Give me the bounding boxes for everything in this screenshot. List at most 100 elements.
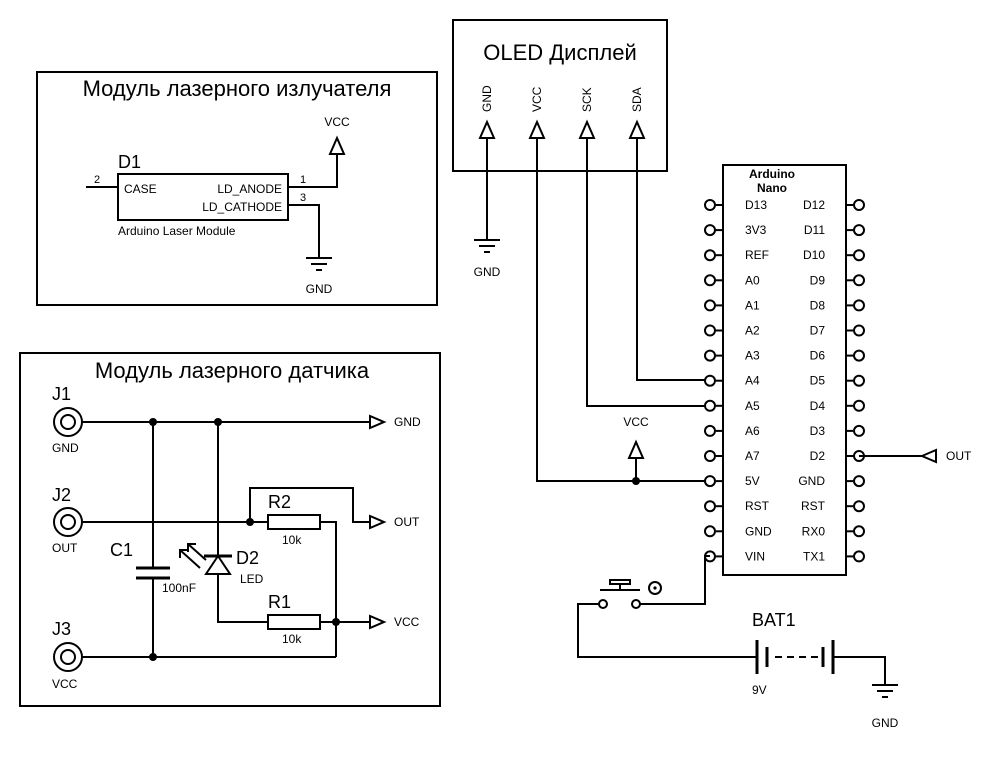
d1-pin-num-cathode: 3 [300, 192, 306, 204]
arduino-pin-right-d11-terminal [853, 224, 865, 237]
j3-label: VCC [52, 677, 78, 691]
arduino-pin-a6-terminal [704, 424, 716, 437]
j2-connector-icon [53, 507, 83, 537]
arduino-pin-label: D13 [745, 198, 767, 212]
arduino-pin-d13-terminal [704, 199, 716, 211]
arduino-pin-label: D2 [810, 449, 826, 463]
push-button-switch-icon [600, 579, 662, 595]
d1-part-name: Arduino Laser Module [118, 224, 236, 238]
j1-ref: J1 [52, 384, 71, 404]
laser-emitter-module: Модуль лазерного излучателя D1 CASE LD_A… [36, 71, 438, 306]
laser-module-frame [36, 71, 438, 306]
sensor-vcc-port-label: VCC [394, 615, 420, 629]
arduino-title-line2: Nano [757, 181, 787, 195]
arduino-pin-label: D11 [804, 223, 825, 237]
d2-ref: D2 [236, 548, 259, 568]
arduino-pin-right-d3-terminal [853, 424, 865, 437]
j1-label: GND [52, 441, 79, 455]
oled-pin-sck-icon [578, 119, 596, 139]
arduino-pin-label: 3V3 [745, 223, 767, 237]
battery-gnd-label: GND [872, 716, 899, 730]
arduino-pin-right-d7-terminal [853, 324, 865, 337]
arduino-pin-a3-terminal [704, 349, 716, 362]
oled-pin-gnd-icon [478, 119, 496, 139]
arduino-pin-label: RX0 [802, 524, 826, 538]
r1-ref: R1 [268, 592, 291, 612]
arduino-pin-5v-terminal [704, 475, 716, 488]
arduino-pin-label: TX1 [803, 549, 825, 563]
junction-c1-vcc [149, 653, 157, 661]
r2-value: 10k [282, 533, 302, 547]
r1-body [267, 614, 321, 630]
arduino-pin-label: D10 [803, 248, 825, 262]
arduino-pin-a1-terminal [704, 299, 716, 312]
d2-value: LED [240, 572, 264, 586]
battery-ground-symbol [872, 684, 898, 698]
r2-ref: R2 [268, 492, 291, 512]
switch-contact-left [598, 599, 608, 609]
arduino-pin-label: D8 [810, 298, 826, 312]
arduino-pin-a0-terminal [704, 274, 716, 287]
oled-gnd-label: GND [474, 265, 501, 279]
battery-icon [755, 640, 835, 674]
sensor-vcc-port-icon [369, 614, 387, 630]
oled-pin-sck-label: SCK [580, 87, 594, 112]
vin-wire [640, 555, 710, 605]
arduino-pin-label: A0 [745, 273, 760, 287]
d2-light-arrows-icon [179, 543, 207, 569]
sensor-out-port-label: OUT [394, 515, 420, 529]
power-circuit: BAT1 9V GND [577, 555, 899, 730]
c1-ref: C1 [110, 540, 133, 560]
arduino-pin-label: A4 [745, 374, 760, 388]
arduino-pin-label: D12 [803, 198, 825, 212]
arduino-pin-label: D3 [810, 424, 826, 438]
oled-display: OLED Дисплей GND VCC SCK SDA GND [452, 19, 710, 482]
arduino-pins: D133V3REFA0A1A2A3A4A5A6A75VRSTGNDVIND12D… [704, 198, 865, 563]
arduino-pin-right-rst-terminal [853, 500, 865, 513]
bat1-ref: BAT1 [752, 610, 796, 630]
d2-to-r1-wire [217, 574, 268, 623]
c1-value: 100nF [162, 581, 196, 595]
arduino-pin-rst-terminal [704, 500, 716, 513]
arduino-pin-a2-terminal [704, 324, 716, 337]
arduino-pin-label: RST [745, 499, 770, 513]
sensor-out-port-icon [369, 514, 387, 530]
oled-sck-wire [586, 138, 710, 407]
arduino-pin-right-d4-terminal [853, 399, 865, 412]
laser-vcc-symbol [328, 135, 346, 155]
arduino-pin-right-d10-terminal [853, 249, 865, 262]
r1-value: 10k [282, 632, 302, 646]
arduino-pin-label: A3 [745, 349, 760, 363]
arduino-pin-right-gnd-terminal [853, 475, 865, 488]
laser-module-title: Модуль лазерного излучателя [83, 76, 392, 101]
switch-contact-right [631, 599, 641, 609]
d1-pin-num-case: 2 [94, 174, 100, 186]
arduino-pin-label: A5 [745, 399, 760, 413]
bat1-value: 9V [752, 683, 767, 697]
junction-5v [632, 477, 640, 485]
laser-vcc-label: VCC [324, 115, 350, 129]
arduino-pin-label: GND [745, 524, 772, 538]
junction-out [246, 518, 254, 526]
sensor-gnd-port-label: GND [394, 415, 421, 429]
arduino-pin-right-d8-terminal [853, 299, 865, 312]
j1-connector-icon [53, 407, 83, 437]
j3-connector-icon [53, 642, 83, 672]
d1-pin-num-anode: 1 [300, 174, 306, 186]
arduino-pin-right-tx1-terminal [853, 550, 865, 563]
arduino-pin-label: A7 [745, 449, 760, 463]
sensor-module-title: Модуль лазерного датчика [95, 358, 370, 383]
d1-cathode-wire [288, 204, 320, 258]
d1-anode-wire [288, 150, 338, 188]
oled-vcc-wire [536, 138, 710, 482]
arduino-pin-label: 5V [745, 474, 760, 488]
laser-ground-symbol [306, 257, 332, 271]
arduino-pin-label: D7 [810, 324, 826, 338]
arduino-pin-a7-terminal [704, 450, 716, 462]
arduino-pin-label: D5 [810, 374, 826, 388]
arduino-pin-label: A1 [745, 298, 760, 312]
arduino-pin-gnd-terminal [704, 525, 716, 538]
oled-ground-symbol [474, 239, 500, 253]
j2-ref: J2 [52, 485, 71, 505]
